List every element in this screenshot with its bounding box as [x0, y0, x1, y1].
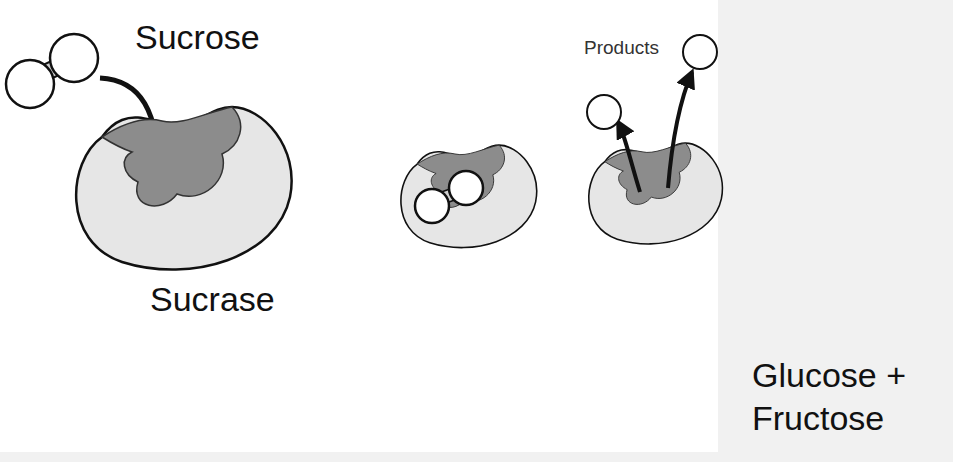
enzyme-label: Sucrase — [150, 278, 275, 321]
enzyme-shape — [401, 145, 537, 247]
products-name-label: Glucose + Fructose — [752, 354, 922, 440]
bound-substrate — [415, 171, 483, 223]
product-circle — [683, 35, 717, 69]
enzyme-shape — [76, 107, 291, 270]
enzyme-shape — [589, 143, 723, 244]
sucrose-molecule — [6, 34, 98, 108]
release-arrow — [618, 122, 640, 192]
products-label: Products — [584, 36, 659, 60]
product-circle — [587, 95, 621, 129]
release-arrow — [668, 72, 692, 188]
substrate-label: Sucrose — [135, 16, 260, 59]
